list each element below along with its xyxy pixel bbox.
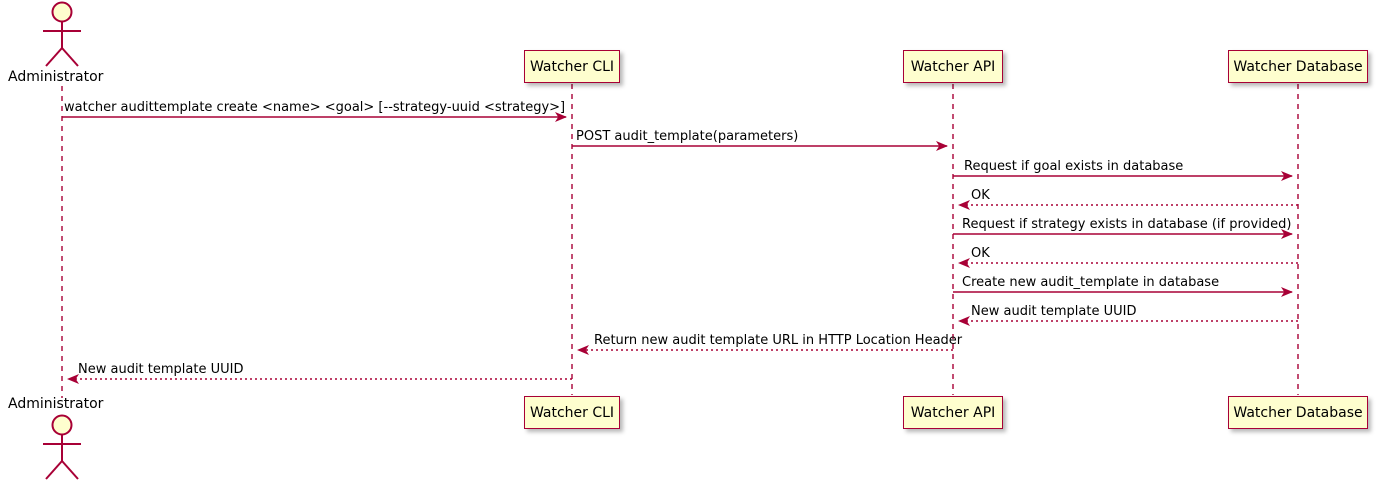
message-label-6: OK [971,246,990,261]
actor-label-administrator-top: Administrator [8,69,104,85]
actor-label-administrator-bottom: Administrator [8,396,104,412]
message-label-1: watcher audittemplate create <name> <goa… [64,100,566,115]
message-label-9: Return new audit template URL in HTTP Lo… [594,333,963,348]
message-label-5: Request if strategy exists in database (… [962,217,1292,232]
participant-box-watcher-cli-bottom[interactable]: Watcher CLI [524,396,620,429]
participant-label-watcher-cli: Watcher CLI [529,58,615,75]
participant-box-watcher-database-bottom[interactable]: Watcher Database [1228,396,1368,429]
actor-administrator-top [43,1,81,67]
participant-box-watcher-api-top[interactable]: Watcher API [903,50,1003,83]
message-label-2: POST audit_template(parameters) [576,129,799,144]
message-label-7: Create new audit_template in database [962,275,1220,290]
actor-administrator-bottom [43,414,81,480]
message-label-10: New audit template UUID [78,362,244,377]
participant-label-watcher-api-bottom: Watcher API [910,404,996,421]
participant-label-watcher-api: Watcher API [910,58,996,75]
participant-box-watcher-api-bottom[interactable]: Watcher API [903,396,1003,429]
participant-box-watcher-database-top[interactable]: Watcher Database [1228,50,1368,83]
message-label-3: Request if goal exists in database [964,159,1184,174]
participant-label-watcher-database-bottom: Watcher Database [1233,404,1363,421]
message-label-4: OK [971,188,990,203]
participant-label-watcher-database: Watcher Database [1233,58,1363,75]
participant-label-watcher-cli-bottom: Watcher CLI [529,404,615,421]
participant-box-watcher-cli-top[interactable]: Watcher CLI [524,50,620,83]
message-label-8: New audit template UUID [971,304,1137,319]
